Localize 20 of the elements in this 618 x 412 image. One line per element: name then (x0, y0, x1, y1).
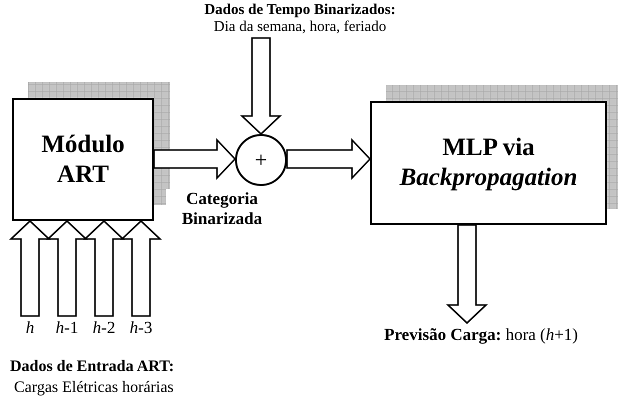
block-arrow (120, 220, 162, 317)
block-arrow (46, 220, 88, 317)
input-description: Cargas Elétricas horárias (14, 378, 174, 398)
block-arrow (446, 224, 488, 324)
block-arrow (240, 37, 282, 136)
description: Dia da semana, hora, feriado (214, 19, 386, 36)
block-arrow (153, 138, 236, 180)
network-box: MLP via Backpropagation (370, 101, 607, 225)
input-label: h-2 (87, 316, 121, 340)
heading: Dados de Tempo Binarizados: (204, 2, 396, 20)
block-arrow (286, 138, 372, 180)
input-heading: Dados de Entrada ART: (10, 357, 174, 377)
block-arrow (9, 220, 51, 317)
block-arrow (83, 220, 125, 317)
input-label: h (13, 316, 47, 340)
summing-junction: + (235, 134, 287, 186)
input-label: h-1 (50, 316, 84, 340)
input-label: h-3 (124, 316, 158, 340)
module-box: Módulo ART (12, 98, 154, 221)
output-label: Previsão Carga: hora (h+1) (350, 323, 612, 347)
